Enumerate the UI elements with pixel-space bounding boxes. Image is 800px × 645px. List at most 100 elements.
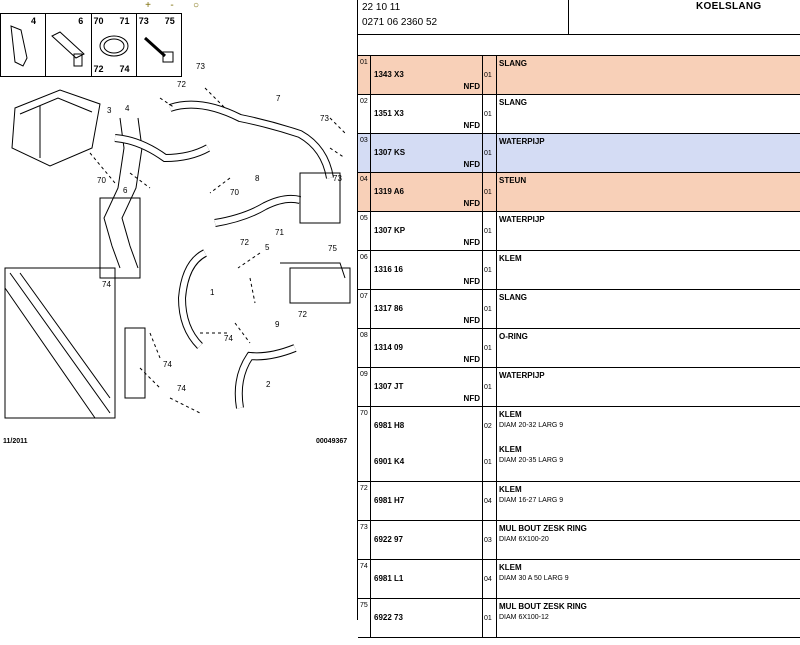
diagram-date: 11/2011 (3, 438, 28, 445)
callout-label: 7 (276, 94, 281, 103)
part-quantity: 04 (484, 576, 492, 583)
callout-label: 9 (275, 320, 280, 329)
row-index-cell: 08 (358, 329, 371, 367)
part-reference[interactable]: 6981 L1 (374, 574, 404, 583)
row-qty-cell: 01 (482, 95, 497, 133)
hose-clamp-icon (99, 35, 128, 57)
thumb-part-6[interactable]: 6 (46, 14, 92, 76)
callout-label: 75 (328, 244, 337, 253)
row-index-cell: 73 (358, 521, 371, 559)
part-reference[interactable]: 1351 X3 (374, 109, 404, 118)
row-ref-cell: 6922 73 (370, 599, 483, 637)
part-reference[interactable]: 1307 JT (374, 382, 404, 391)
part-reference[interactable]: 6901 K4 (374, 457, 405, 466)
row-index-cell: 09 (358, 368, 371, 406)
row-index-cell: 04 (358, 173, 371, 211)
part-quantity: 01 (484, 189, 492, 196)
row-qty-cell: 01 (482, 212, 497, 250)
row-qty-cell: 01 (482, 56, 497, 94)
row-ref-cell: 1343 X3 NFD (370, 56, 483, 94)
callout-label: 74 (102, 280, 111, 289)
callout-label: 3 (107, 106, 112, 115)
part-reference[interactable]: 1314 09 (374, 343, 403, 352)
callout-label: 74 (177, 384, 186, 393)
part-reference[interactable]: 1319 A6 (374, 187, 404, 196)
row-ref-cell: 6922 97 (370, 521, 483, 559)
part-description: SLANG (499, 293, 527, 302)
header-date: 22 10 11 (362, 2, 401, 13)
part-quantity: 01 (484, 306, 492, 313)
row-qty-cell: 01 (482, 329, 497, 367)
thumb-bolts[interactable]: 73 75 (137, 14, 181, 76)
row-qty-cell: 01 (482, 251, 497, 289)
nfd-badge: NFD (463, 82, 480, 91)
part-description: WATERPIJP (499, 137, 545, 146)
callout-label: 6 (123, 186, 128, 195)
part-reference[interactable]: 6922 97 (374, 535, 403, 544)
row-desc-cell: WATERPIJP (496, 212, 800, 250)
part-reference[interactable]: 1307 KP (374, 226, 406, 235)
part-reference[interactable]: 1343 X3 (374, 70, 404, 79)
thumb-label: 73 (138, 16, 149, 26)
nfd-badge: NFD (463, 355, 480, 364)
part-reference[interactable]: 1307 KS (374, 148, 406, 157)
row-ref-cell: 6981 H8 6901 K4 (370, 407, 483, 481)
callout-label: 72 (298, 310, 307, 319)
nfd-badge: NFD (463, 199, 480, 208)
part-reference[interactable]: 1316 16 (374, 265, 403, 274)
part-reference[interactable]: 6922 73 (374, 613, 403, 622)
thumb-part-4[interactable]: 4 (1, 14, 47, 76)
callout-label: 73 (196, 62, 205, 71)
row-ref-cell: 1314 09 NFD (370, 329, 483, 367)
part-description: KLEM (499, 563, 522, 572)
zoom-in-icon[interactable]: + (145, 0, 151, 11)
row-desc-cell: WATERPIJP (496, 134, 800, 172)
row-ref-cell: 1319 A6 NFD (370, 173, 483, 211)
part-reference[interactable]: 1317 86 (374, 304, 403, 313)
part-description: MUL BOUT ZESK RING (499, 602, 587, 611)
row-index-cell: 05 (358, 212, 371, 250)
callout-label: 72 (240, 238, 249, 247)
row-desc-cell: WATERPIJP (496, 368, 800, 406)
row-qty-cell: 04 (482, 560, 497, 598)
zoom-toolbar: + - ○ (140, 0, 204, 12)
row-index: 73 (360, 524, 368, 531)
zoom-out-icon[interactable]: - (170, 0, 174, 11)
callout-label: 70 (230, 188, 239, 197)
row-index-cell: 70 (358, 407, 371, 481)
zoom-fit-icon[interactable]: ○ (192, 0, 200, 11)
part-reference[interactable]: 6981 H7 (374, 496, 405, 505)
part-reference[interactable]: 6981 H8 (374, 421, 405, 430)
thumb-clamps[interactable]: 70 71 72 74 (92, 14, 137, 76)
bracket-icon (10, 25, 28, 67)
part-description: O-RING (499, 332, 528, 341)
thumb-label: 4 (31, 16, 37, 26)
part-spec: DIAM 20-35 LARG 9 (499, 457, 564, 464)
row-index: 06 (360, 254, 368, 261)
part-quantity: 01 (484, 345, 492, 352)
row-qty-cell: 01 (482, 599, 497, 637)
row-desc-cell: O-RING (496, 329, 800, 367)
callout-label: 73 (333, 174, 342, 183)
